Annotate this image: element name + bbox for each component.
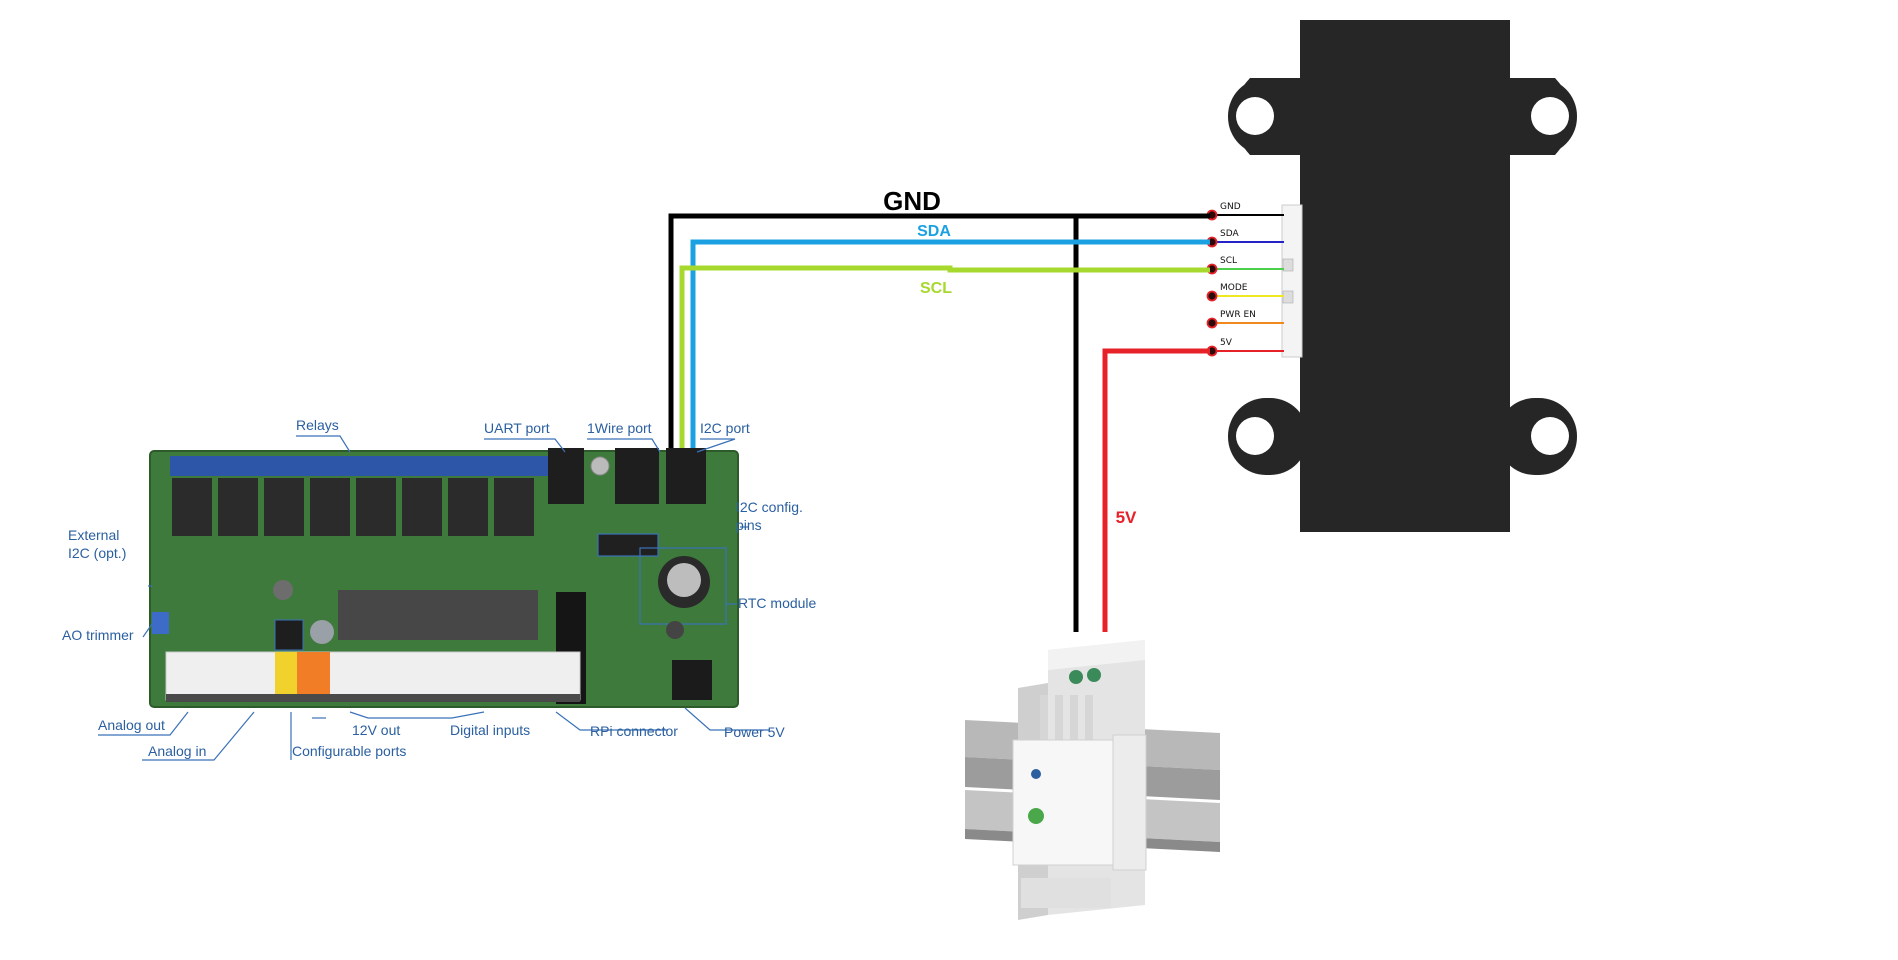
pin-label-gnd: GND [1220,202,1241,212]
main-wires [668,213,1210,632]
sensor-module-icon [1228,20,1577,532]
pin-label-sda: SDA [1220,229,1239,239]
callout-external-i2c-1: External [68,527,119,543]
callout-configurable-ports: Configurable ports [292,743,406,759]
pin-label-5v: 5V [1220,338,1233,348]
callout-onewire-port: 1Wire port [587,420,652,436]
callout-power-5v: Power 5V [724,724,785,740]
din-rail-psu-icon [965,640,1220,920]
wire-label-5v: 5V [1116,508,1137,527]
wire-label-scl: SCL [920,280,952,297]
callout-i2c-config-1: I2C config. [736,499,803,515]
callout-i2c-config-2: pins [736,517,762,533]
callout-relays: Relays [296,417,339,433]
callout-external-i2c-2: I2C (opt.) [68,545,126,561]
sensor-pin-list: GND SDA SCL MODE PWR EN 5V [1206,202,1256,357]
callout-uart-port: UART port [484,420,550,436]
callout-analog-in: Analog in [148,743,206,759]
sensor-pin-wires [1208,214,1284,352]
callout-12v-out: 12V out [352,722,400,738]
callout-i2c-port: I2C port [700,420,750,436]
mount-hole [1236,417,1274,455]
pin-label-mode: MODE [1220,283,1248,293]
mount-hole [1531,417,1569,455]
callout-rpi-connector: RPi connector [590,723,678,739]
pin-label-scl: SCL [1220,256,1237,266]
callout-digital-inputs: Digital inputs [450,722,530,738]
callout-ao-trimmer: AO trimmer [62,627,134,643]
pin-label-pwr-en: PWR EN [1220,310,1256,320]
callout-analog-out: Analog out [98,717,165,733]
callout-rtc-module: RTC module [738,595,817,611]
mount-hole [1531,97,1569,135]
wire-label-sda: SDA [917,223,951,240]
relay-controller-board-icon [149,448,739,708]
mount-hole [1236,97,1274,135]
board-callouts: Relays UART port 1Wire port I2C port I2C… [62,417,817,761]
wire-label-gnd: GND [883,186,941,216]
